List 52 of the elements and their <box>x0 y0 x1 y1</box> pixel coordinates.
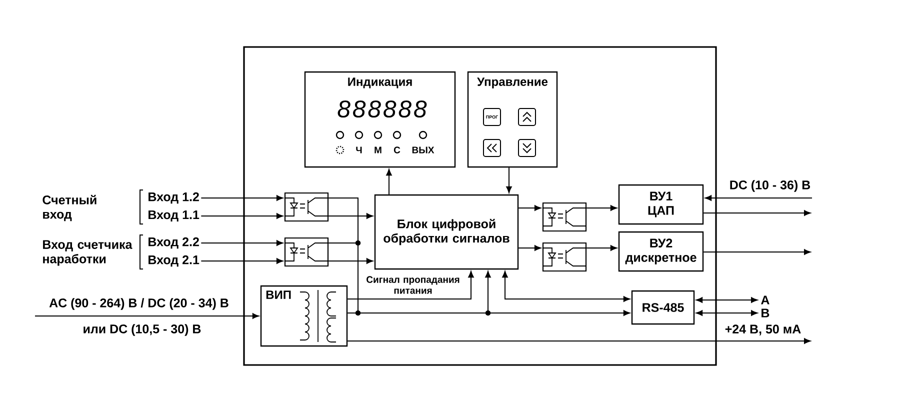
arrow <box>200 258 284 264</box>
arrow <box>586 205 617 211</box>
arrow <box>200 195 284 201</box>
output-box: ВУ1 ЦАП <box>618 184 704 225</box>
arrow <box>696 310 758 316</box>
edge-label: AC (90 - 264) В / DC (20 - 34) В <box>48 297 230 311</box>
input-label: Вход 2.2 <box>148 237 199 249</box>
output-box: ВУ2 дискретное <box>618 231 704 272</box>
led-label: М <box>374 146 382 154</box>
arrow <box>328 213 373 219</box>
arrow <box>696 297 758 303</box>
optocoupler <box>542 242 587 272</box>
arrow <box>586 245 617 251</box>
group-label: Вход счетчика наработки <box>43 240 132 266</box>
terminal-label: A <box>761 296 770 304</box>
optocoupler <box>542 202 587 232</box>
input-label: Вход 1.2 <box>148 192 199 204</box>
arrow <box>506 167 512 193</box>
arrow <box>328 258 373 264</box>
arrow <box>200 213 284 219</box>
arrow <box>703 210 811 216</box>
edge-label: DC (10 - 36) В <box>728 179 812 193</box>
arrow <box>34 313 259 319</box>
connector-line <box>328 242 358 244</box>
arrow <box>705 195 812 201</box>
edge-label: Сигнал пропадания питания <box>362 275 464 295</box>
group-label: Счетный вход <box>42 194 96 222</box>
arrow <box>347 338 811 344</box>
interface-box: RS-485 <box>631 290 695 325</box>
arrow <box>502 271 630 302</box>
terminal-label: B <box>762 308 770 318</box>
connector-line <box>328 198 358 244</box>
input-label: Вход 2.1 <box>148 255 200 267</box>
optocoupler <box>284 237 329 267</box>
edge-label: +24 В, 50 мА <box>724 324 802 336</box>
led-label: С <box>394 146 400 154</box>
arrow <box>200 240 284 246</box>
led-label: Ч <box>356 146 362 154</box>
device-frame <box>243 46 717 366</box>
optocoupler <box>284 192 329 222</box>
power-supply-box: ВИП <box>260 285 348 347</box>
arrow <box>386 169 392 195</box>
process-box: Блок цифровой обработки сигналов <box>374 194 519 270</box>
input-label: Вход 1.1 <box>148 210 200 222</box>
seven-segment-display: 888888 <box>338 100 427 118</box>
arrow <box>703 249 811 255</box>
arrow <box>518 245 542 251</box>
arrow <box>347 271 474 300</box>
voltage-label: или DC (10,5 - 30) В <box>84 324 201 336</box>
arrow <box>488 310 630 316</box>
arrow <box>518 205 542 211</box>
led-label: ВЫХ <box>412 146 434 154</box>
